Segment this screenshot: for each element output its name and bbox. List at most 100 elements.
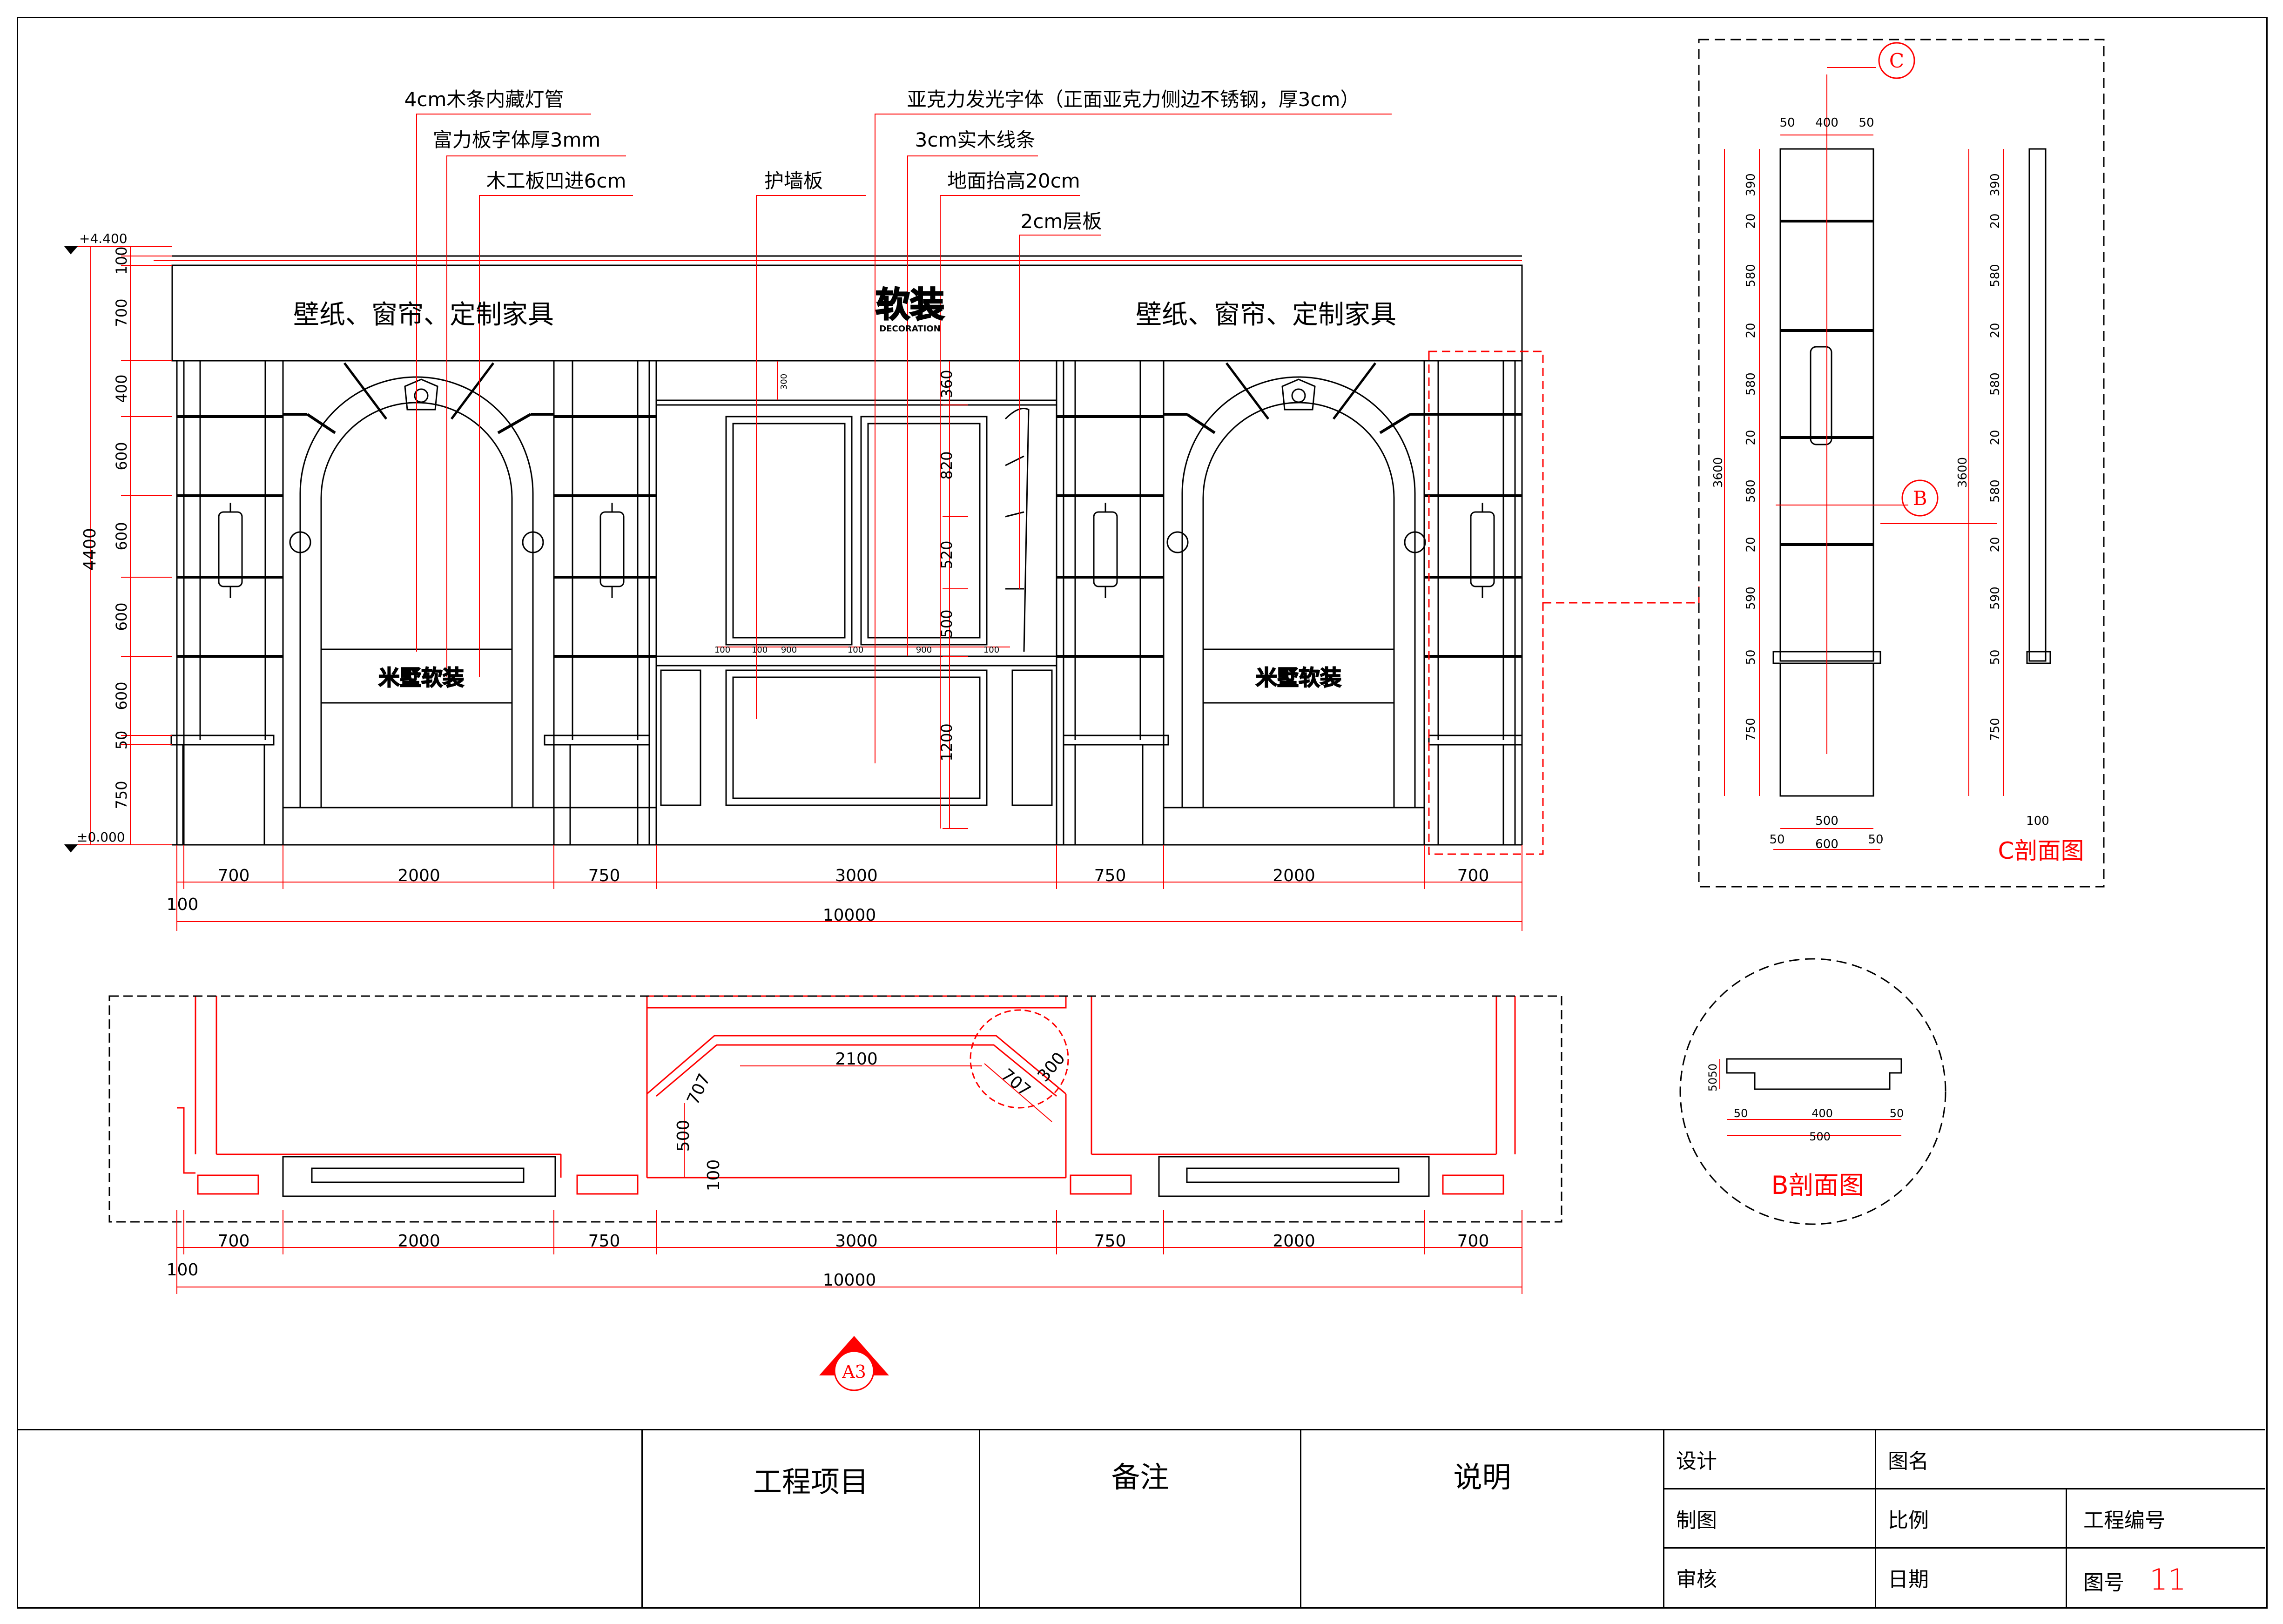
c-right-7: 20: [1988, 537, 2002, 552]
dim-panel-w-1: 100: [752, 645, 768, 655]
plan-labels: 2100 707 707 300 500 100 700 2000 750 30…: [167, 1049, 1489, 1382]
label-shelf: 2cm层板: [1021, 210, 1102, 233]
c-left-8: 590: [1744, 586, 1758, 610]
c-side-bottom: 100: [2026, 814, 2049, 828]
section-b-labels: 50 50 50 400 50 500 B剖面图: [1706, 1064, 1904, 1200]
dim-left-5: 600: [113, 602, 130, 631]
sheet-border: [17, 17, 2268, 1609]
elevation-bottom-dims: 700 2000 750 3000 750 2000 700 100 10000: [167, 866, 1489, 925]
b-side-0: 50: [1706, 1064, 1719, 1078]
elevation-left-dims: 100 700 400 600 600 600 600 50 750: [113, 246, 130, 809]
header-text-left: 壁纸、窗帘、定制家具: [293, 300, 554, 330]
c-right-2: 580: [1988, 264, 2002, 287]
dim-left-2: 400: [113, 374, 130, 403]
plan-dim-2: 707: [997, 1065, 1034, 1100]
label-recess: 木工板凹进6cm: [486, 169, 626, 192]
tb-remark: 备注: [980, 1430, 1301, 1607]
plan-bottom-2: 750: [588, 1232, 620, 1251]
dim-panel-w-0: 100: [714, 645, 730, 655]
tb-project: 工程项目: [643, 1430, 980, 1607]
plan-dim-5: 100: [704, 1159, 723, 1192]
dim-top-gap: 300: [779, 374, 789, 390]
tb-scale: 比例: [1876, 1489, 2067, 1549]
tb-drawing-no-cell: 图号 11: [2067, 1549, 2265, 1607]
dim-bottom-6: 700: [1457, 866, 1489, 885]
dim-panel-w-2: 900: [781, 645, 797, 655]
label-wood-strip-lamp: 4cm木条内藏灯管: [404, 88, 564, 111]
c-left-2: 580: [1744, 264, 1758, 287]
c-left-10: 750: [1744, 718, 1758, 741]
plan-dim-0: 2100: [835, 1050, 878, 1069]
tb-date: 日期: [1876, 1549, 2067, 1607]
right-arch-outer: [1181, 376, 1416, 808]
dim-bottom-offset: 100: [167, 895, 199, 914]
dim-panel-w-5: 100: [983, 645, 999, 655]
c-right-8: 590: [1988, 586, 2002, 610]
c-top-1: 400: [1815, 116, 1839, 130]
tb-design: 设计: [1664, 1430, 1876, 1489]
dim-left-0: 100: [113, 246, 130, 275]
c-left-4: 580: [1744, 372, 1758, 396]
plan-total-width: 10000: [823, 1271, 876, 1290]
section-marker-a3: [819, 1336, 889, 1391]
c-bottom-500: 500: [1815, 814, 1839, 828]
floor-plan: [177, 995, 1516, 1195]
detail-callout: [1428, 350, 1700, 855]
c-bottom-600: 600: [1815, 837, 1839, 851]
b-side-1: 50: [1706, 1078, 1719, 1092]
elevation-dimensions: [65, 246, 1522, 931]
label-wood-line: 3cm实木线条: [915, 128, 1036, 151]
dim-bottom-4: 750: [1094, 866, 1126, 885]
label-acrylic-font: 亚克力发光字体（正面亚克力侧边不锈钢，厚3cm）: [907, 88, 1360, 111]
title-block: 工程项目 备注 说明 设计 图名 制图 比例 工程编号 审核 日期 图号 11: [17, 1429, 2265, 1607]
dim-bottom-0: 700: [218, 866, 250, 885]
front-elevation: [170, 255, 1523, 846]
elevation-labels: 4cm木条内藏灯管 富力板字体厚3mm 木工板凹进6cm 护墙板 亚克力发光字体…: [77, 88, 1396, 845]
c-total: 3600: [1711, 457, 1725, 488]
c-left-9: 50: [1744, 649, 1758, 665]
c-left-6: 580: [1744, 479, 1758, 503]
c-top-0: 50: [1779, 116, 1795, 130]
dim-bottom-2: 750: [588, 866, 620, 885]
plan-bottom-4: 750: [1094, 1232, 1126, 1251]
dim-panel-4: 1200: [938, 723, 956, 761]
tb-blank: [17, 1430, 643, 1607]
tb-drawing-no-label: 图号: [2083, 1571, 2124, 1595]
logo-sub: DECORATION: [879, 324, 940, 334]
c-right-total: 3600: [1956, 457, 1970, 488]
c-left-7: 20: [1744, 537, 1758, 552]
annotation-leaders: [416, 114, 1392, 829]
elevation-panel-dims: 360 820 520 500 1200 100 100 900 100 900…: [714, 370, 999, 761]
section-c-title: C剖面图: [1998, 837, 2084, 864]
c-left-1: 20: [1744, 213, 1758, 229]
level-top: +4.400: [79, 231, 128, 246]
arch-sign-right: 米墅软装: [1256, 665, 1341, 690]
c-bottom-50a: 50: [1769, 833, 1785, 847]
tb-description: 说明: [1301, 1430, 1664, 1607]
c-right-5: 20: [1988, 430, 2002, 445]
dim-bottom-1: 2000: [397, 866, 440, 885]
dim-panel-1: 820: [938, 451, 956, 479]
dim-left-7: 50: [113, 731, 130, 750]
plan-bottom-5: 2000: [1273, 1232, 1315, 1251]
marker-c: C: [1889, 49, 1904, 72]
dim-panel-0: 360: [938, 370, 956, 398]
label-wall-panel: 护墙板: [764, 169, 823, 192]
dim-panel-w-4: 900: [916, 645, 932, 655]
tb-draft: 制图: [1664, 1489, 1876, 1549]
logo-main: 软装: [875, 285, 944, 325]
right-arch-inner: [1202, 402, 1395, 808]
c-top-2: 50: [1859, 116, 1874, 130]
section-c: [1698, 39, 2105, 888]
section-b: [1679, 958, 1946, 1225]
c-right-1: 20: [1988, 213, 2002, 229]
plan-bottom-0: 700: [218, 1232, 250, 1251]
dim-panel-2: 520: [938, 540, 956, 569]
dim-left-3: 600: [113, 442, 130, 470]
plan-bottom-1: 2000: [397, 1232, 440, 1251]
c-right-4: 580: [1988, 372, 2002, 396]
dim-total-width: 10000: [823, 906, 876, 925]
dim-left-6: 600: [113, 681, 130, 710]
